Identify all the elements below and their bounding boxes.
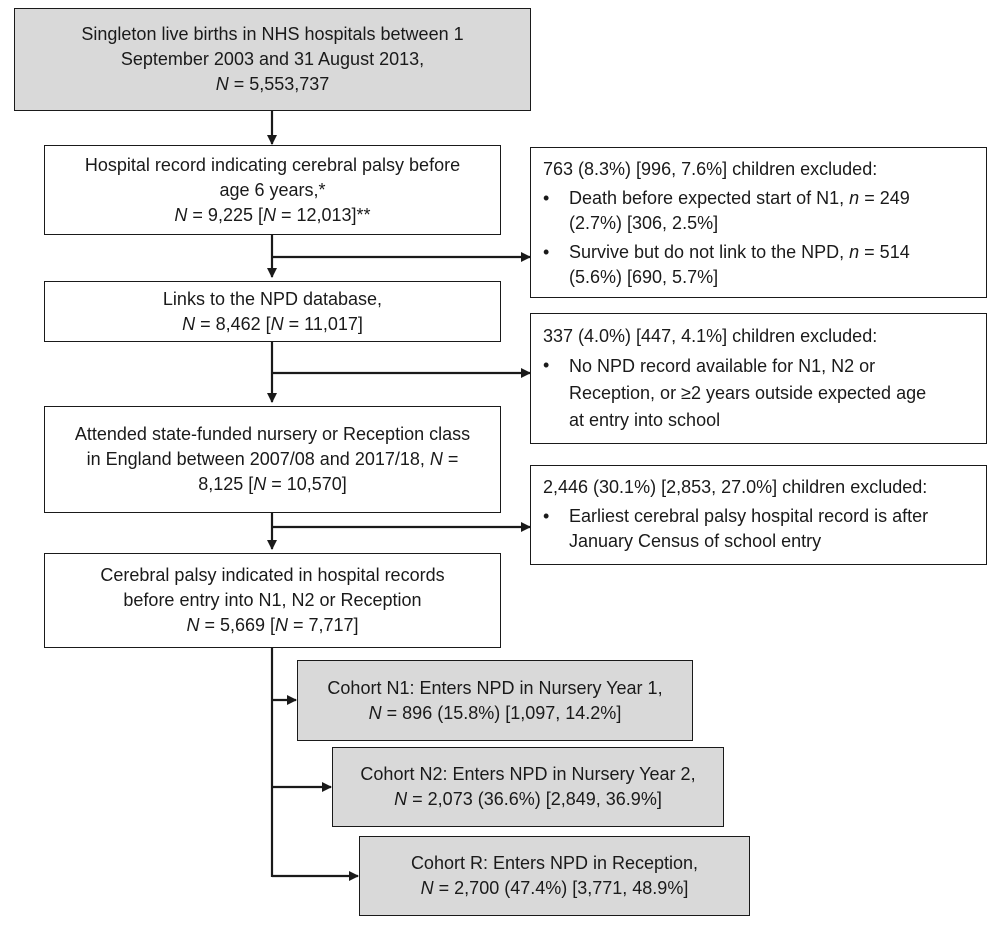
- exclusion-box-3: 2,446 (30.1%) [2,853, 27.0%] children ex…: [530, 465, 987, 565]
- box-singleton-births: Singleton live births in NHS hospitals b…: [14, 8, 531, 111]
- bullet-icon: •: [543, 506, 550, 526]
- box-line: Hospital record indicating cerebral pals…: [84, 154, 461, 175]
- exclusion-bullet: • Survive but do not link to the NPD, n …: [543, 240, 978, 290]
- cohort-n2-box: Cohort N2: Enters NPD in Nursery Year 2,…: [332, 747, 724, 827]
- box-line: 8,125 [N = 10,570]: [198, 474, 347, 494]
- box-line: Cohort N2: Enters NPD in Nursery Year 2,: [360, 764, 696, 784]
- box-line: in England between 2007/08 and 2017/18, …: [86, 449, 459, 469]
- exclusion-bullet: • Earliest cerebral palsy hospital recor…: [543, 504, 978, 554]
- box-line: Attended state-funded nursery or Recepti…: [74, 424, 471, 444]
- cohort-n1-box: Cohort N1: Enters NPD in Nursery Year 1,…: [297, 660, 693, 741]
- box-n-line: N = 8,462 [N = 11,017]: [182, 313, 363, 334]
- exclusion-box-1: 763 (8.3%) [996, 7.6%] children excluded…: [530, 147, 987, 298]
- box-line: age 6 years,*: [219, 179, 326, 200]
- box-hospital-record: Hospital record indicating cerebral pals…: [44, 145, 501, 235]
- exclusion-header: 2,446 (30.1%) [2,853, 27.0%] children ex…: [543, 477, 928, 497]
- bullet-icon: •: [543, 188, 550, 208]
- box-line: Singleton live births in NHS hospitals b…: [81, 24, 464, 44]
- box-line: September 2003 and 31 August 2013,: [120, 49, 425, 69]
- exclusion-bullet: • No NPD record available for N1, N2 or …: [543, 353, 978, 434]
- bullet-icon: •: [543, 242, 550, 262]
- box-n-line: N = 896 (15.8%) [1,097, 14.2%]: [368, 702, 622, 723]
- box-n-line: N = 2,700 (47.4%) [3,771, 48.9%]: [420, 878, 689, 898]
- box-n-line: N = 2,073 (36.6%) [2,849, 36.9%]: [394, 789, 662, 809]
- box-n-line: N = 5,553,737: [215, 74, 330, 94]
- exclusion-header: 337 (4.0%) [447, 4.1%] children excluded…: [543, 326, 878, 346]
- box-n-line: N = 9,225 [N = 12,013]**: [174, 204, 371, 225]
- box-attended-nursery: Attended state-funded nursery or Recepti…: [44, 406, 501, 513]
- box-line: before entry into N1, N2 or Reception: [123, 590, 422, 610]
- exclusion-header: 763 (8.3%) [996, 7.6%] children excluded…: [543, 159, 878, 179]
- box-line: Cohort R: Enters NPD in Reception,: [410, 853, 699, 873]
- box-line: Cohort N1: Enters NPD in Nursery Year 1,: [327, 677, 663, 698]
- box-line: Cerebral palsy indicated in hospital rec…: [100, 565, 445, 585]
- box-cerebral-palsy-indicated: Cerebral palsy indicated in hospital rec…: [44, 553, 501, 648]
- cohort-r-box: Cohort R: Enters NPD in Reception, N = 2…: [359, 836, 750, 916]
- exclusion-bullet: • Death before expected start of N1, n =…: [543, 186, 978, 236]
- box-line: Links to the NPD database,: [162, 288, 383, 309]
- exclusion-box-2: 337 (4.0%) [447, 4.1%] children excluded…: [530, 313, 987, 444]
- box-links-npd: Links to the NPD database, N = 8,462 [N …: [44, 281, 501, 342]
- box-n-line: N = 5,669 [N = 7,717]: [186, 615, 359, 635]
- bullet-icon: •: [543, 355, 550, 375]
